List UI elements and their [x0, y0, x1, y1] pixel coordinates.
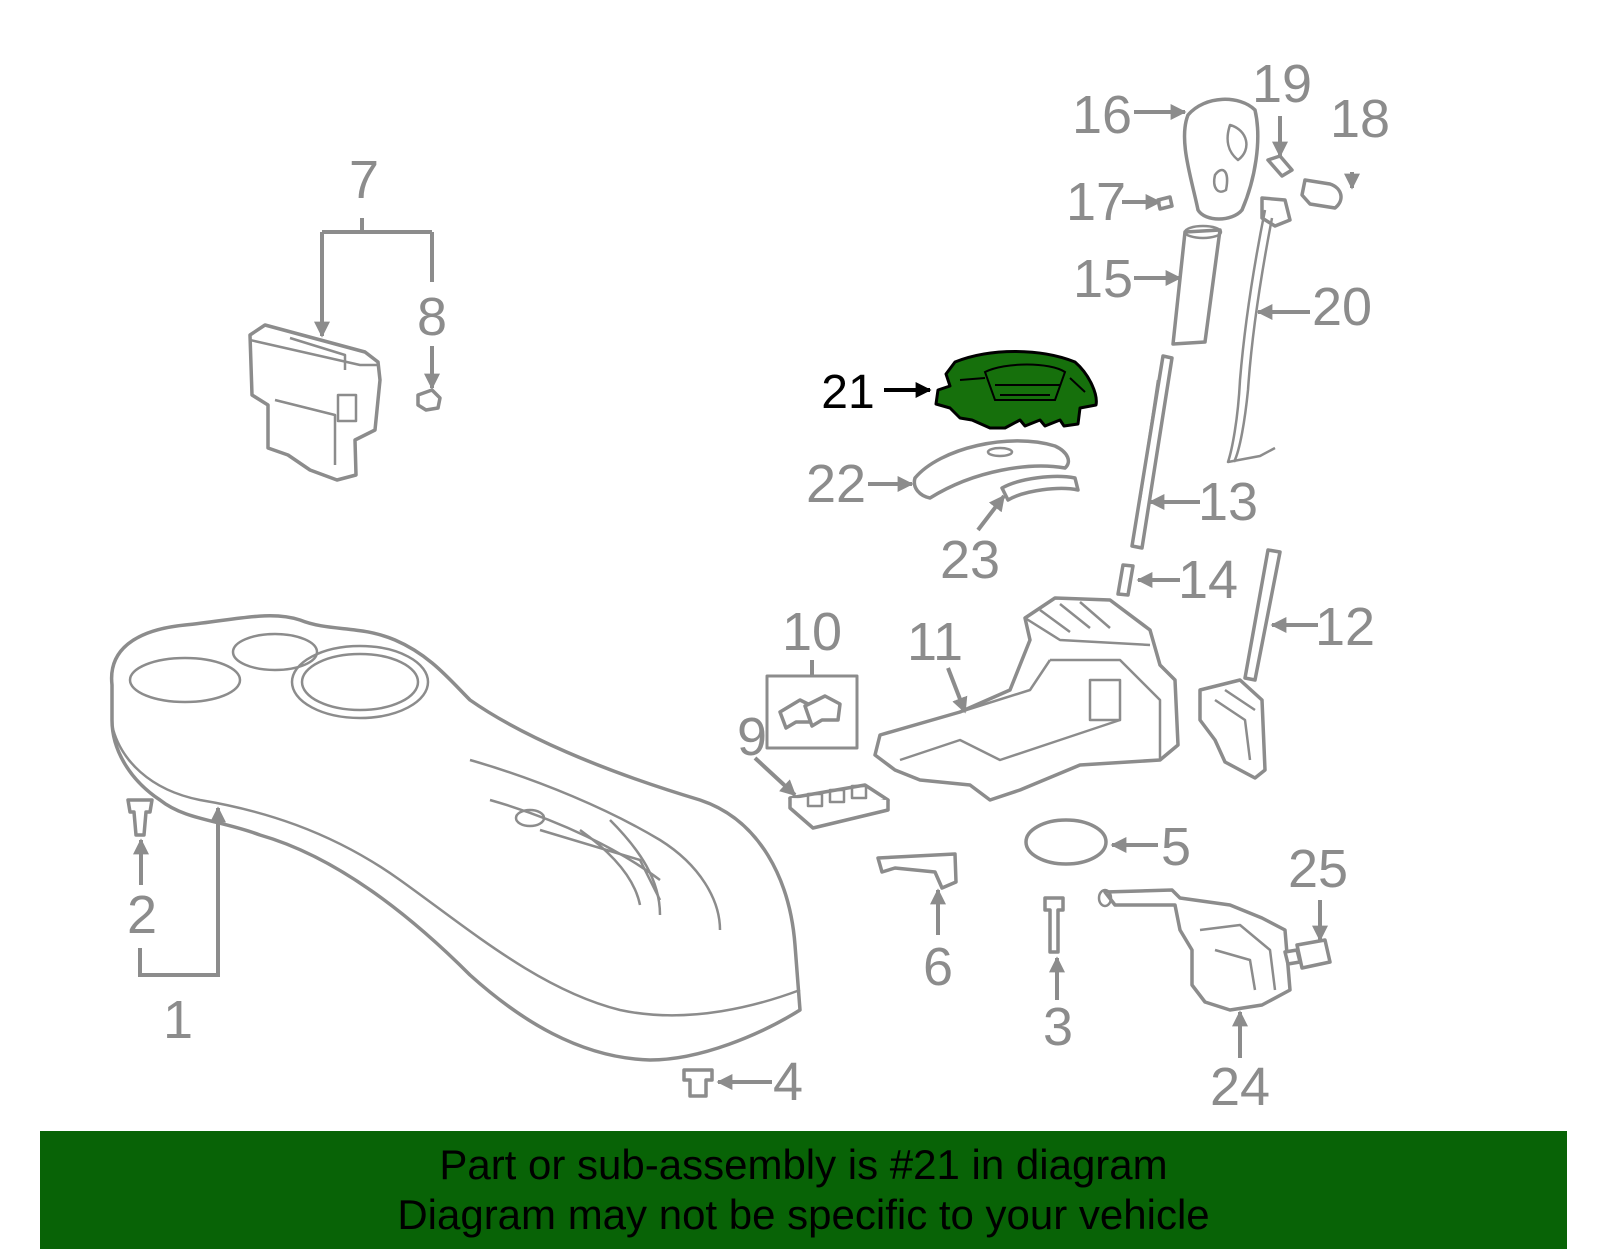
label-19: 19	[1252, 54, 1312, 114]
label-20: 20	[1312, 277, 1372, 337]
label-9: 9	[737, 707, 767, 767]
clip-part-2	[126, 798, 154, 837]
label-13: 13	[1198, 472, 1258, 532]
label-6: 6	[923, 937, 953, 997]
label-15: 15	[1073, 249, 1133, 309]
highlighted-bezel-part-21	[934, 350, 1098, 430]
spring-part-19	[1266, 154, 1294, 178]
nut-part-4	[682, 1068, 714, 1098]
lever-part-12	[1198, 548, 1282, 780]
gasket-part-5	[1024, 818, 1108, 866]
label-11: 11	[907, 612, 963, 672]
buttons-box-part-10	[765, 674, 859, 750]
parking-brake-part-24	[1097, 888, 1292, 1012]
pin-part-17	[1156, 195, 1174, 211]
label-1: 1	[163, 990, 193, 1050]
label-24: 24	[1210, 1057, 1270, 1117]
boot-part-15	[1171, 224, 1223, 346]
label-8: 8	[417, 287, 447, 347]
clip-part-8	[416, 388, 442, 412]
info-banner: Part or sub-assembly is #21 in diagram D…	[40, 1131, 1567, 1249]
shifter-housing-part-11	[873, 596, 1180, 802]
banner-line-disclaimer: Diagram may not be specific to your vehi…	[397, 1191, 1210, 1238]
wire-part-20	[1226, 196, 1292, 464]
bracket-part-6	[876, 852, 958, 890]
switch-part-7	[248, 323, 382, 482]
label-4: 4	[773, 1052, 803, 1112]
part-labels: 1 2 3 4 5 6 7 8 9 10 11 12 13 14 15 16 1…	[127, 54, 1390, 1117]
label-7: 7	[349, 150, 379, 210]
trim-part-22	[912, 439, 1071, 500]
label-3: 3	[1043, 997, 1073, 1057]
banner-line-part: Part or sub-assembly is #21 in diagram	[439, 1141, 1168, 1188]
switch-panel-part-9	[788, 783, 890, 830]
bolt-part-3	[1043, 896, 1065, 954]
label-17: 17	[1066, 172, 1126, 232]
button-part-18	[1300, 178, 1343, 210]
switch-part-25	[1283, 938, 1332, 970]
rod-part-13	[1130, 354, 1174, 550]
center-console-part	[109, 614, 802, 1062]
pin-part-14	[1116, 563, 1135, 597]
label-22: 22	[806, 454, 866, 514]
label-14: 14	[1178, 550, 1238, 610]
label-10: 10	[782, 602, 842, 662]
label-25: 25	[1288, 839, 1348, 899]
leader-lines	[133, 104, 1360, 1090]
indicator-part-23	[1000, 474, 1080, 502]
label-2: 2	[127, 885, 157, 945]
label-21-highlighted: 21	[821, 366, 874, 419]
label-12: 12	[1315, 597, 1375, 657]
label-16: 16	[1072, 85, 1132, 145]
label-18: 18	[1330, 89, 1390, 149]
label-5: 5	[1161, 817, 1191, 877]
knob-part-16	[1182, 97, 1260, 221]
label-23: 23	[940, 530, 1000, 590]
